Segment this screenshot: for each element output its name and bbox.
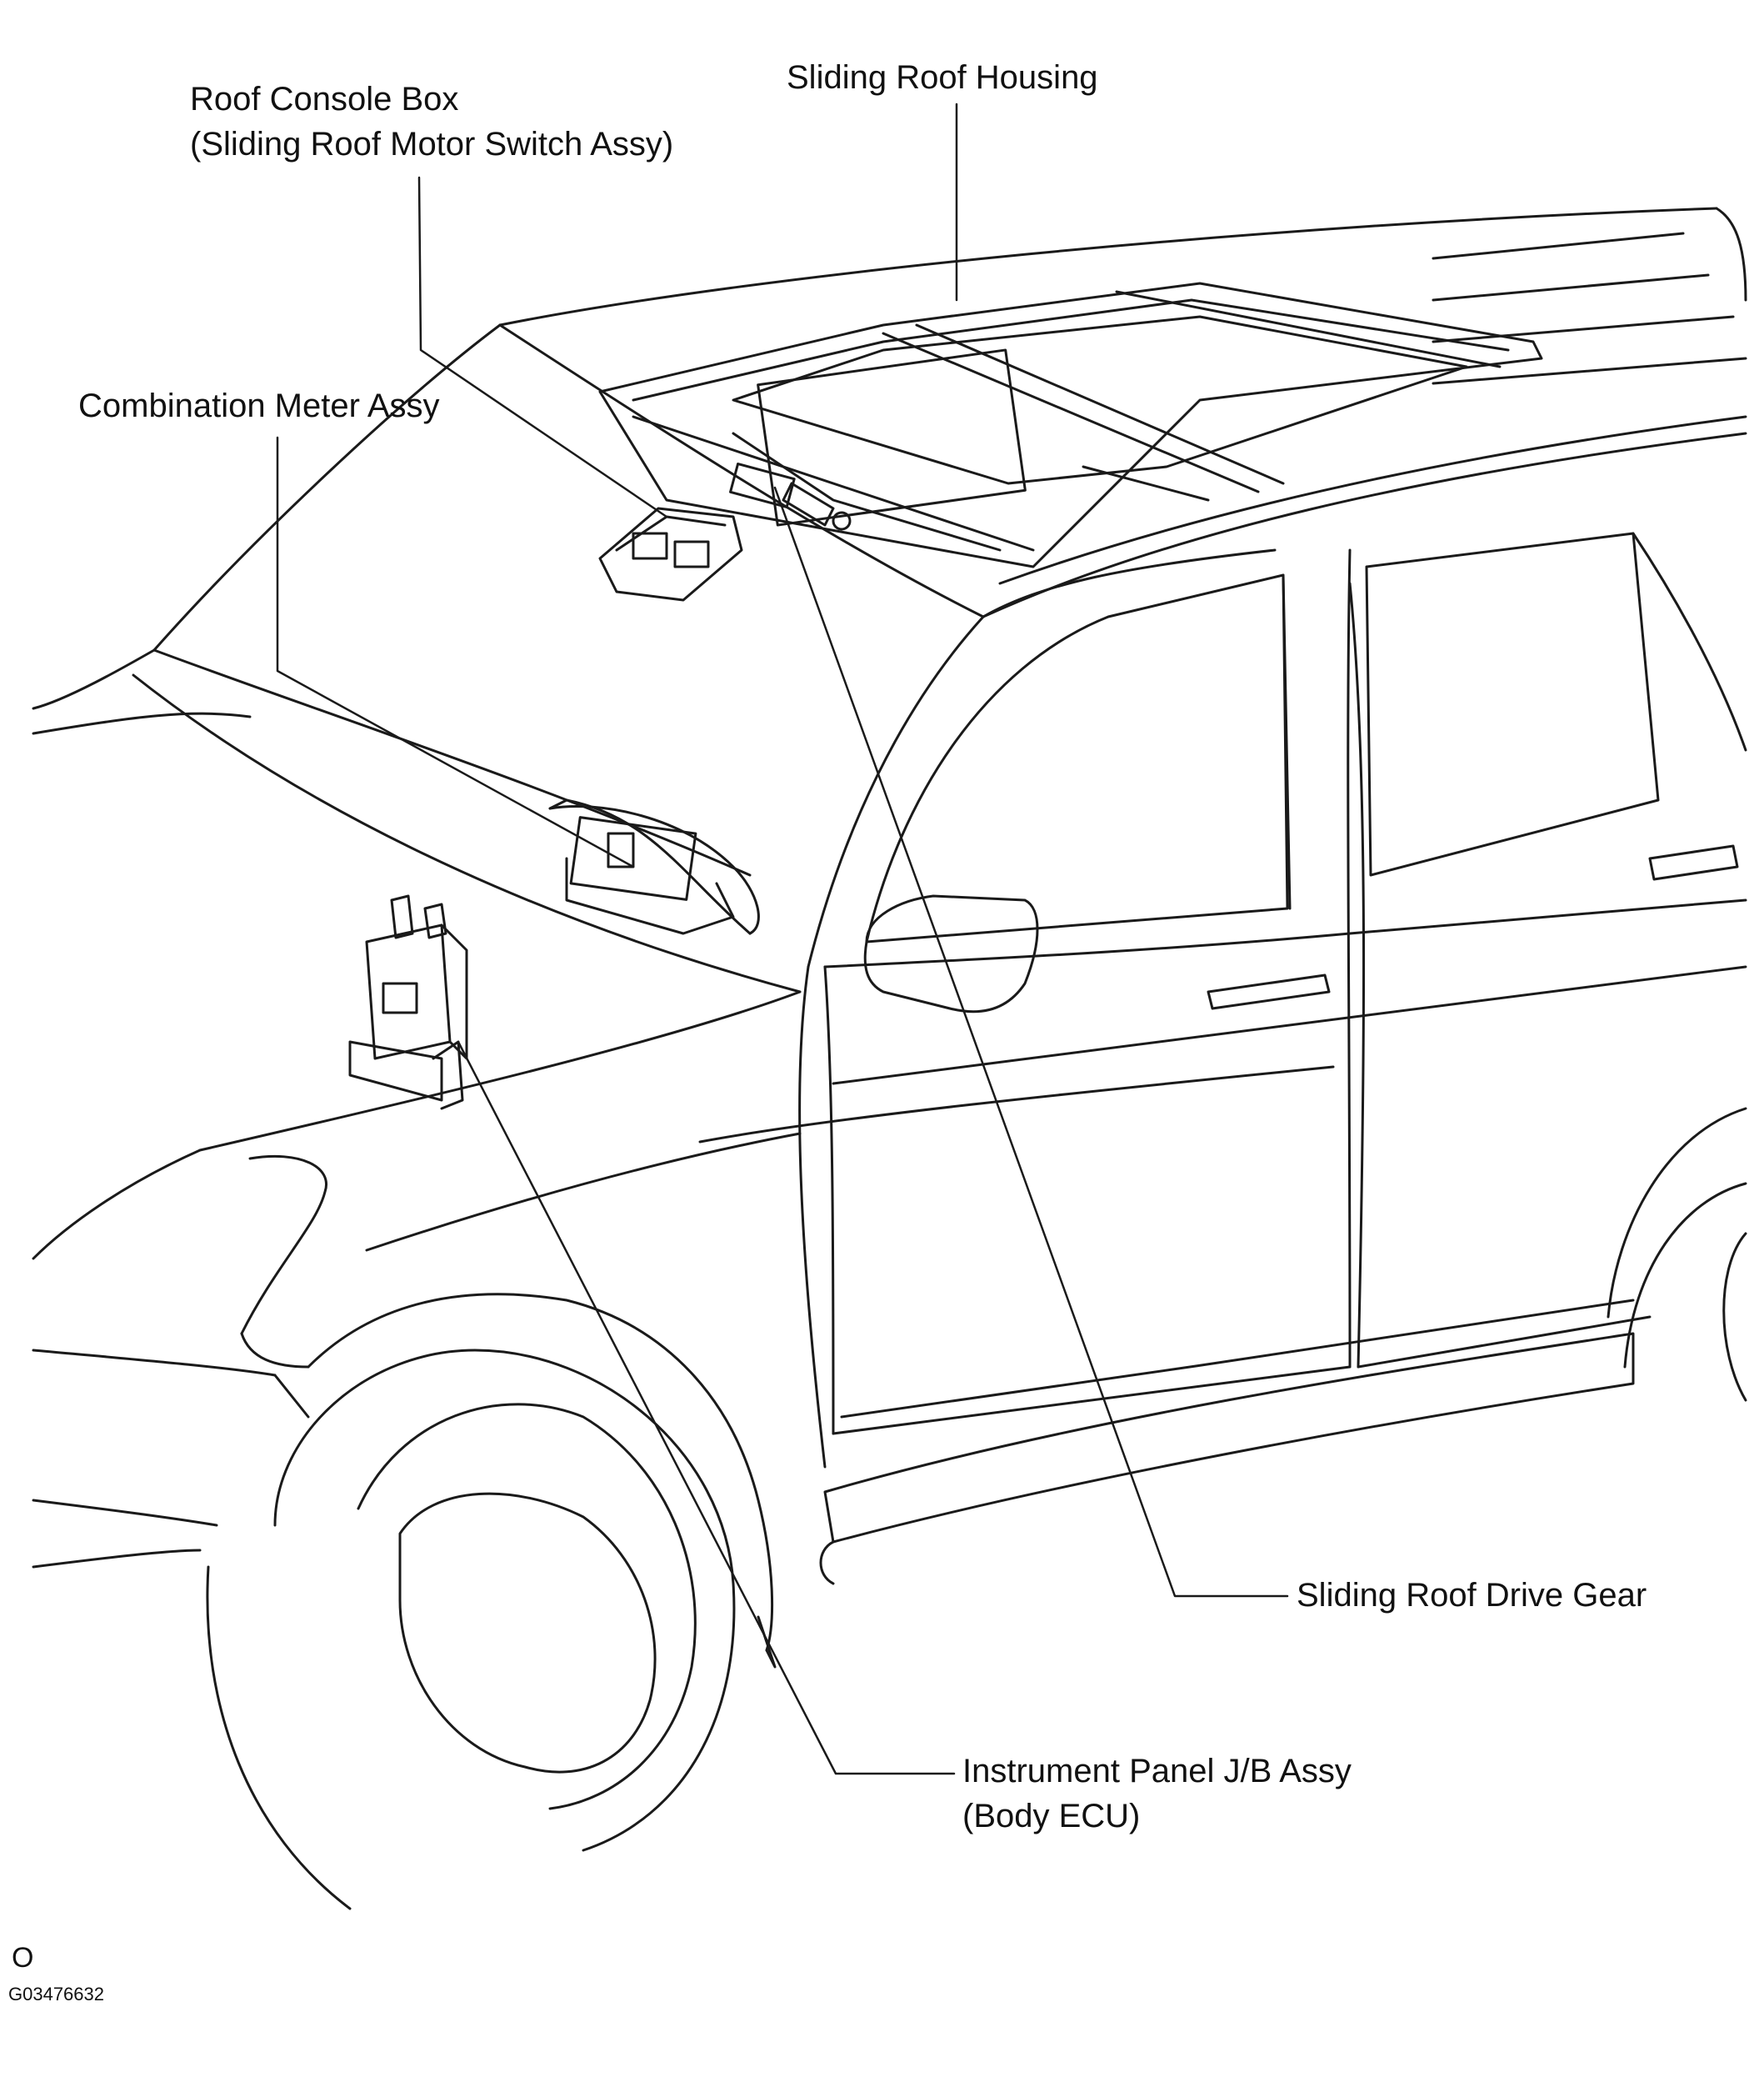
vehicle-body: [33, 208, 1746, 1909]
sliding-roof-housing-drawing: [600, 283, 1542, 567]
figure-code: G03476632: [8, 1984, 104, 2004]
leader-sliding-roof-drive-gear: [775, 488, 1287, 1596]
roof-console-box-drawing: [600, 508, 742, 600]
leader-instrument-panel-jb: [458, 1042, 954, 1774]
callout-sliding-roof-housing-text: Sliding Roof Housing: [787, 59, 1098, 96]
callout-instrument-panel-jb: Instrument Panel J/B Assy (Body ECU): [962, 1749, 1352, 1839]
leader-lines: [277, 104, 1287, 1774]
combination-meter-drawing: [550, 800, 758, 933]
callout-roof-console-box: Roof Console Box (Sliding Roof Motor Swi…: [190, 77, 673, 167]
callout-instrument-panel-jb-line2: (Body ECU): [962, 1798, 1141, 1834]
callout-roof-console-box-line2: (Sliding Roof Motor Switch Assy): [190, 126, 674, 163]
leader-combination-meter: [277, 438, 633, 867]
callout-sliding-roof-drive-gear: Sliding Roof Drive Gear: [1297, 1573, 1647, 1618]
callout-combination-meter-text: Combination Meter Assy: [78, 388, 440, 424]
corner-mark: O: [12, 1942, 34, 1974]
callout-sliding-roof-drive-gear-text: Sliding Roof Drive Gear: [1297, 1577, 1647, 1614]
instrument-panel-jb-drawing: [350, 896, 467, 1109]
callout-roof-console-box-line1: Roof Console Box: [190, 81, 459, 118]
callout-sliding-roof-housing: Sliding Roof Housing: [787, 55, 1098, 100]
leader-roof-console-box: [419, 178, 667, 517]
callout-instrument-panel-jb-line1: Instrument Panel J/B Assy: [962, 1753, 1352, 1789]
callout-combination-meter: Combination Meter Assy: [78, 383, 440, 428]
